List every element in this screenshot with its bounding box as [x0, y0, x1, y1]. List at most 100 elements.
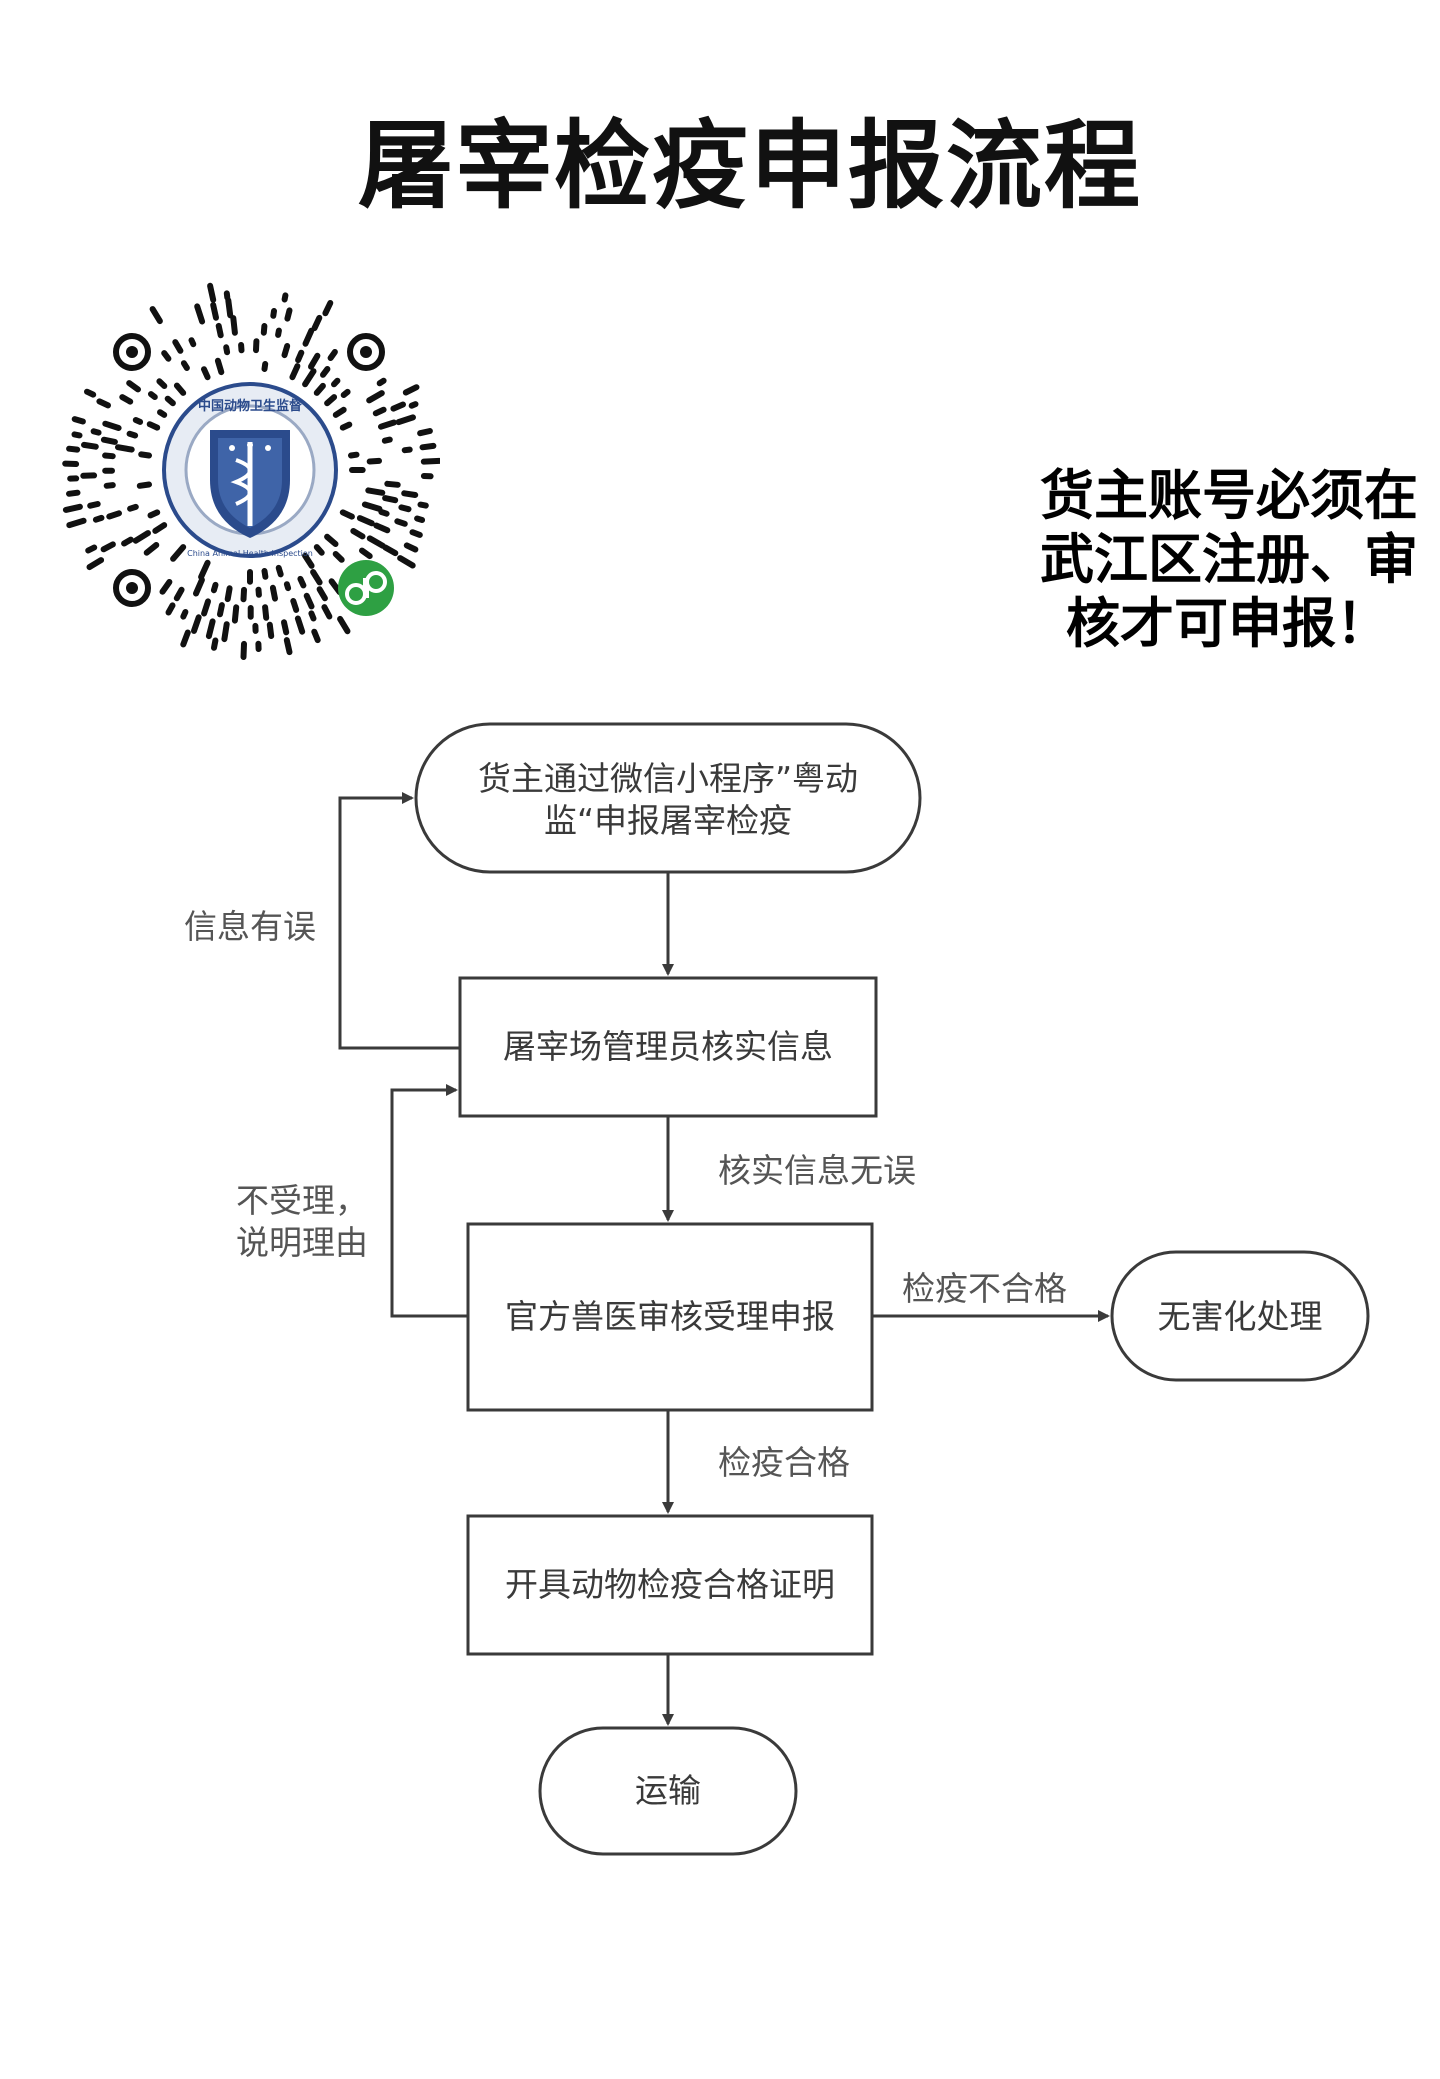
qr-code-dot — [180, 609, 189, 620]
qr-code-dot — [419, 442, 437, 451]
qr-code-dot — [223, 344, 231, 356]
qr-code-dot — [224, 585, 233, 603]
qr-code-dot — [302, 368, 317, 388]
qr-code-dot — [356, 515, 375, 527]
qr-code-dot — [147, 509, 161, 519]
qr-code-dot — [194, 303, 206, 325]
qr-code-dot — [198, 559, 211, 580]
node-harmless-label: 无害化处理 — [1158, 1297, 1323, 1336]
node-verify-label: 屠宰场管理员核实信息 — [503, 1027, 833, 1066]
qr-code-dot — [143, 542, 160, 556]
qr-code-dot — [201, 366, 211, 381]
qr-code-dot — [313, 544, 325, 556]
qr-code-dot — [397, 555, 416, 569]
qr-finder-top-left — [113, 333, 151, 371]
qr-code-dot — [359, 547, 373, 560]
qr-code-dot — [217, 602, 225, 618]
qr-code-dot — [157, 409, 168, 418]
qr-code-dot — [281, 619, 290, 636]
qr-code-dot — [339, 509, 355, 520]
edge-label-verified-ok: 核实信息无误 — [718, 1151, 916, 1190]
qr-finder-top-right — [347, 333, 385, 371]
animal-health-badge-icon: 中国动物卫生监督 China Animal Health Inspection — [158, 378, 342, 562]
qr-code-dot — [193, 576, 205, 597]
qr-code-dot — [221, 621, 230, 643]
qr-code-dot — [173, 382, 187, 396]
qr-code-dot — [269, 584, 278, 602]
qr-code-dot — [381, 436, 393, 444]
edge-review-back-to-verify — [390, 1084, 468, 1318]
qr-code-dot — [152, 522, 168, 534]
qr-code-dot — [366, 390, 385, 404]
node-start-line-2: 监“申报屠宰检疫 — [544, 801, 792, 840]
qr-code-dot — [159, 579, 173, 595]
qr-code-dot — [138, 451, 152, 459]
notice-line-3: 核才可申报！ — [1066, 592, 1390, 655]
qr-code-dot — [283, 637, 293, 656]
qr-code-dot — [414, 515, 426, 523]
qr-code-dot — [382, 544, 399, 557]
qr-code-dot — [289, 363, 301, 381]
qr-code-dot — [165, 602, 176, 616]
qr-code-dot — [214, 357, 225, 376]
qr-code-dot — [394, 518, 408, 527]
qr-code-dot — [66, 517, 87, 529]
registration-notice: 货主账号必须在 武江区注册、审 核才可申报！ — [1040, 464, 1440, 656]
page-title: 屠宰检疫申报流程 — [358, 109, 1142, 222]
qr-code-dot — [308, 610, 317, 622]
qr-code-dot — [373, 522, 391, 534]
qr-code-dot — [409, 529, 423, 538]
qr-code-dot — [156, 378, 168, 389]
qr-code-dot — [103, 482, 116, 489]
edge-label-quarantine-pass: 检疫合格 — [718, 1443, 850, 1482]
node-review-label: 官方兽医审核受理申报 — [505, 1297, 835, 1336]
qr-code-dot — [378, 509, 390, 517]
qr-code-dot — [294, 615, 306, 635]
qr-code-dot — [384, 480, 401, 488]
mini-program-qr-code[interactable]: 中国动物卫生监督 China Animal Health Inspection — [60, 280, 440, 660]
qr-code-dot — [100, 541, 116, 553]
wechat-mini-program-icon — [338, 560, 394, 616]
qr-code-dot — [340, 388, 351, 398]
qr-code-dot — [164, 395, 176, 407]
qr-code-dot — [283, 581, 292, 592]
edge-label-quarantine-fail: 检疫不合格 — [902, 1269, 1067, 1308]
node-certificate-label: 开具动物检疫合格证明 — [505, 1565, 835, 1604]
qr-code-dot — [132, 417, 144, 425]
qr-code-dot — [225, 297, 234, 319]
qr-code-dot — [100, 436, 118, 445]
qr-code-dot — [275, 327, 282, 338]
qr-code-dot — [361, 501, 383, 512]
qr-code-dot — [173, 586, 185, 602]
qr-code-dot — [71, 431, 83, 439]
qr-code-dot — [302, 552, 315, 569]
notice-line-2: 武江区注册、审 — [1040, 528, 1418, 591]
qr-code-dot — [215, 322, 224, 339]
qr-code-dot — [372, 406, 387, 417]
qr-finder-bottom-left — [113, 569, 151, 607]
qr-code-dot — [310, 569, 323, 586]
qr-code-dot — [324, 394, 338, 407]
edge-label-info-error: 信息有误 — [184, 907, 316, 946]
node-harmless: 无害化处理 — [1110, 1250, 1370, 1382]
qr-code-dot — [66, 489, 81, 497]
qr-code-dot — [126, 430, 139, 439]
qr-code-dot — [348, 451, 360, 459]
node-start-line-1: 货主通过微信小程序”粤动 — [478, 759, 858, 798]
qr-code-dot — [240, 640, 247, 660]
qr-code-dot — [308, 352, 321, 370]
qr-code-dot — [295, 349, 305, 364]
qr-code-dot — [210, 581, 219, 594]
qr-code-dot — [417, 501, 429, 509]
qr-code-dot — [180, 629, 191, 648]
qr-code-dot — [170, 544, 187, 562]
qr-code-dot — [161, 350, 172, 362]
qr-code-dot — [230, 315, 238, 336]
node-verify: 屠宰场管理员核实信息 — [458, 976, 878, 1118]
qr-code-dot — [71, 416, 86, 425]
qr-code-dot — [324, 533, 339, 547]
qr-code-dot — [172, 339, 184, 354]
qr-code-dot — [376, 377, 387, 387]
qr-code-dot — [401, 490, 419, 498]
qr-code-dot — [332, 551, 345, 563]
